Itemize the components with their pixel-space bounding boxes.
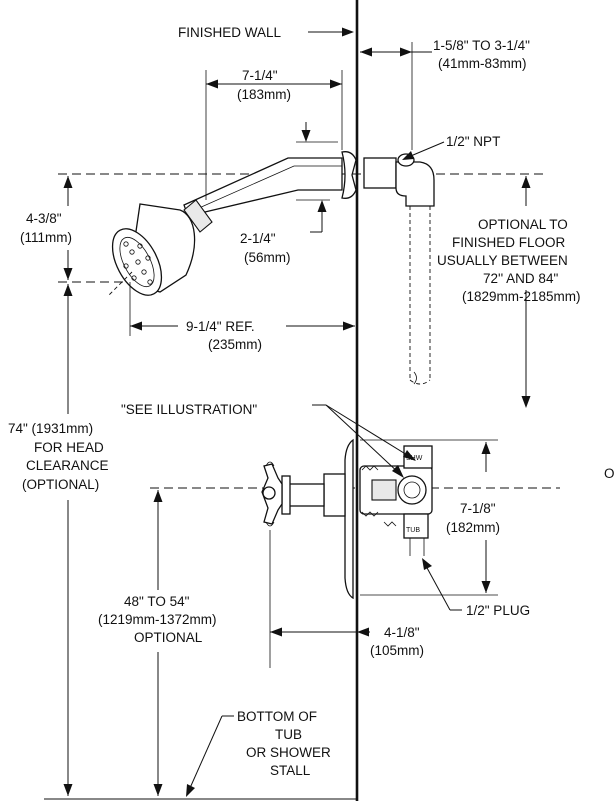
shower-head-face bbox=[111, 228, 163, 296]
npt-callout: 1/2" NPT bbox=[402, 134, 500, 160]
head-clearance-line4: (OPTIONAL) bbox=[22, 477, 99, 492]
valve-body: SHW TUB bbox=[359, 445, 433, 556]
head-clearance-dimension: 74" (1931mm) FOR HEAD CLEARANCE (OPTIONA… bbox=[8, 284, 109, 796]
optional-floor-note: OPTIONAL TO FINISHED FLOOR USUALLY BETWE… bbox=[437, 176, 581, 408]
handle-depth-inch: 4-1/8" bbox=[384, 625, 420, 640]
handle-depth-dimension: 4-1/8" (105mm) bbox=[269, 530, 424, 668]
valve-floor-line1: 48" TO 54" bbox=[124, 594, 190, 609]
drop-ear-elbow bbox=[363, 153, 435, 385]
arm-rise-dimension: 2-1/4" (56mm) bbox=[240, 122, 338, 265]
finished-wall-label: FINISHED WALL bbox=[178, 25, 282, 40]
head-clearance-line3: CLEARANCE bbox=[26, 458, 109, 473]
arm-length-mm: (183mm) bbox=[237, 87, 291, 102]
bottom-line4: STALL bbox=[270, 763, 311, 778]
bottom-of-tub-callout: BOTTOM OF TUB OR SHOWER STALL bbox=[186, 709, 331, 797]
optional-floor-line3: USUALLY BETWEEN bbox=[437, 253, 568, 268]
offset-range-inch: 1-5/8" TO 3-1/4" bbox=[433, 38, 530, 53]
arm-rise-inch: 2-1/4" bbox=[240, 231, 276, 246]
arm-ball-joint bbox=[183, 199, 213, 233]
head-ref-inch: 9-1/4" REF. bbox=[186, 319, 255, 334]
bottom-line1: BOTTOM OF bbox=[237, 709, 317, 724]
arm-length-dimension: 7-1/4" (183mm) bbox=[205, 68, 343, 200]
optional-floor-line1: OPTIONAL TO bbox=[478, 217, 568, 232]
optional-floor-line4: 72'' AND 84" bbox=[483, 271, 558, 286]
cross-handle bbox=[261, 461, 283, 527]
valve-floor-dimension: 48" TO 54" (1219mm-1372mm) OPTIONAL bbox=[98, 490, 217, 796]
see-illustration-label: "SEE ILLUSTRATION" bbox=[121, 402, 257, 417]
handle-depth-mm: (105mm) bbox=[370, 643, 424, 658]
valve-floor-line2: (1219mm-1372mm) bbox=[98, 612, 217, 627]
head-clearance-line1: 74" (1931mm) bbox=[8, 421, 93, 436]
shower-arm bbox=[183, 157, 343, 217]
valve-tub-mark: TUB bbox=[406, 527, 420, 534]
plug-callout: 1/2" PLUG bbox=[422, 558, 530, 618]
wall-flange bbox=[341, 151, 357, 199]
see-illustration-callout: "SEE ILLUSTRATION" bbox=[121, 402, 416, 478]
bottom-line3: OR SHOWER bbox=[246, 745, 331, 760]
valve-assembly: SHW TUB bbox=[261, 438, 433, 600]
spray-nozzles bbox=[123, 241, 153, 285]
head-drop-inch: 4-3/8" bbox=[26, 211, 62, 226]
cut-off-letter: O bbox=[604, 466, 615, 481]
offset-dimension: 1-5/8" TO 3-1/4" (41mm-83mm) bbox=[360, 38, 530, 150]
offset-range-mm: (41mm-83mm) bbox=[438, 56, 527, 71]
bottom-line2: TUB bbox=[275, 727, 302, 742]
valve-height-mm: (182mm) bbox=[446, 520, 500, 535]
head-ref-dimension: 9-1/4" REF. (235mm) bbox=[129, 282, 355, 352]
finished-wall-callout: FINISHED WALL bbox=[178, 25, 354, 40]
valve-height-inch: 7-1/8" bbox=[460, 501, 496, 516]
head-clearance-line2: FOR HEAD bbox=[34, 440, 104, 455]
arm-length-inch: 7-1/4" bbox=[242, 68, 278, 83]
valve-height-dimension: 7-1/8" (182mm) bbox=[360, 439, 500, 596]
valve-escutcheon bbox=[344, 438, 354, 600]
valve-shw-mark: SHW bbox=[406, 455, 423, 462]
optional-floor-line5: (1829mm-2185mm) bbox=[462, 289, 581, 304]
plug-label: 1/2" PLUG bbox=[466, 603, 530, 618]
arm-rise-mm: (56mm) bbox=[244, 250, 291, 265]
head-drop-mm: (111mm) bbox=[20, 230, 72, 245]
npt-label: 1/2" NPT bbox=[446, 134, 500, 149]
optional-floor-line2: FINISHED FLOOR bbox=[452, 235, 566, 250]
shower-head-assembly bbox=[107, 157, 343, 297]
valve-floor-line3: OPTIONAL bbox=[134, 630, 203, 645]
head-ref-mm: (235mm) bbox=[208, 337, 262, 352]
head-drop-dimension: 4-3/8" (111mm) bbox=[20, 176, 73, 280]
